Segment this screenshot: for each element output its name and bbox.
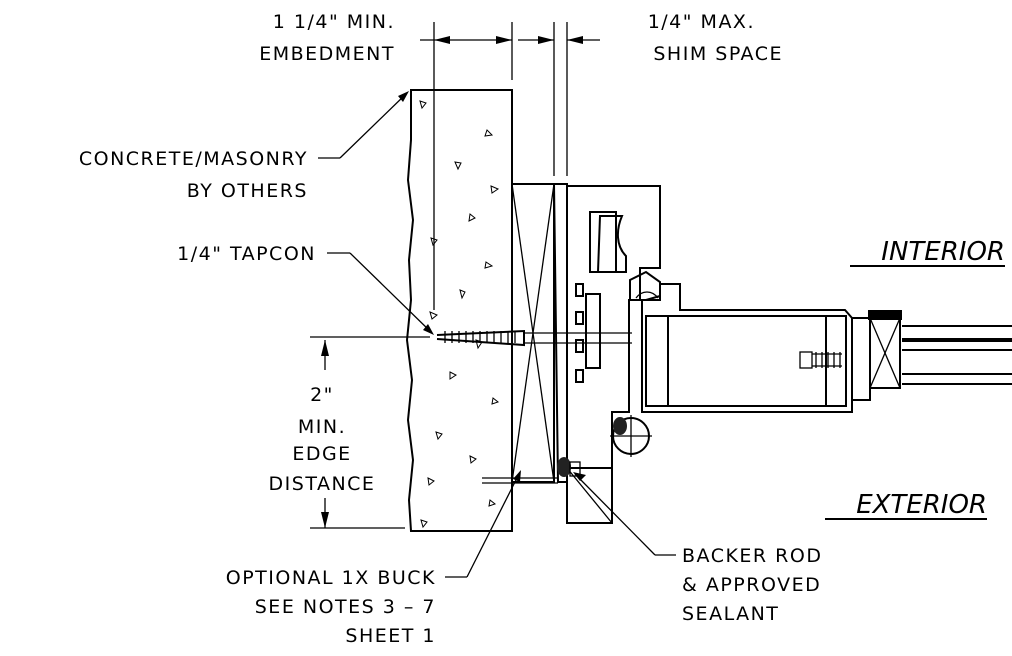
edge-line-3: EDGE bbox=[292, 443, 351, 465]
exterior-trim bbox=[566, 467, 613, 524]
label-tapcon: 1/4" TAPCON bbox=[177, 243, 316, 265]
dimension-edge-distance bbox=[310, 336, 430, 529]
shim-line-2: SHIM SPACE bbox=[653, 43, 783, 65]
exterior-label: EXTERIOR bbox=[856, 490, 987, 520]
label-buck: OPTIONAL 1X BUCK SEE NOTES 3 – 7 SHEET 1 bbox=[226, 567, 436, 647]
aggregate-marks bbox=[419, 100, 500, 529]
label-embedment: 1 1/4" MIN. EMBEDMENT bbox=[259, 11, 395, 65]
window-sash bbox=[641, 283, 1012, 413]
sash-screw bbox=[799, 351, 842, 369]
embedment-line-2: EMBEDMENT bbox=[259, 43, 395, 65]
tapcon-anchor bbox=[436, 329, 632, 347]
dimension-shim bbox=[518, 22, 600, 176]
label-edge-distance: 2" MIN. EDGE DISTANCE bbox=[269, 384, 376, 495]
shim-line-1: 1/4" MAX. bbox=[648, 11, 755, 33]
buck-line-3: SHEET 1 bbox=[345, 625, 436, 647]
dimension-embedment bbox=[420, 22, 513, 310]
buck-line-2: SEE NOTES 3 – 7 bbox=[255, 596, 436, 618]
buck-line-1: OPTIONAL 1X BUCK bbox=[226, 567, 436, 589]
interior-clip bbox=[629, 270, 661, 301]
label-interior: INTERIOR bbox=[850, 237, 1005, 267]
label-concrete: CONCRETE/MASONRY BY OTHERS bbox=[79, 148, 308, 202]
label-exterior: EXTERIOR bbox=[825, 490, 987, 520]
backer-rod-circle bbox=[610, 415, 652, 457]
leader-concrete bbox=[318, 91, 409, 159]
concrete-line-2: BY OTHERS bbox=[187, 180, 308, 202]
concrete-line-1: CONCRETE/MASONRY bbox=[79, 148, 308, 170]
edge-line-1: 2" bbox=[310, 384, 334, 406]
embedment-line-1: 1 1/4" MIN. bbox=[273, 11, 395, 33]
leader-tapcon bbox=[327, 252, 434, 335]
backer-line-2: & APPROVED bbox=[682, 574, 821, 596]
label-backer-rod: BACKER ROD & APPROVED SEALANT bbox=[682, 545, 822, 625]
edge-line-2: MIN. bbox=[298, 416, 346, 438]
backer-line-1: BACKER ROD bbox=[682, 545, 822, 567]
interior-label: INTERIOR bbox=[881, 237, 1005, 267]
sealant-bead bbox=[557, 457, 581, 477]
backer-line-3: SEALANT bbox=[682, 603, 779, 625]
label-shim-space: 1/4" MAX. SHIM SPACE bbox=[648, 11, 783, 65]
edge-line-4: DISTANCE bbox=[269, 473, 376, 495]
leader-buck bbox=[445, 470, 521, 578]
leader-backer-rod bbox=[573, 472, 676, 556]
concrete-wall bbox=[405, 89, 513, 532]
